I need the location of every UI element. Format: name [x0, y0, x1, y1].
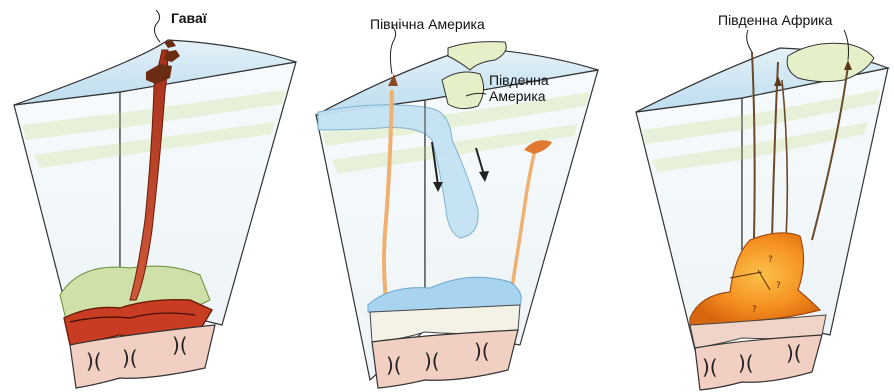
- svg-text:)(: )(: [786, 341, 802, 365]
- svg-text:)(: )(: [702, 355, 718, 379]
- south-america-continent: [442, 72, 484, 109]
- svg-text:)(: )(: [386, 353, 402, 377]
- svg-text:)(: )(: [122, 346, 138, 370]
- block-americas: )( )( )(: [316, 26, 598, 388]
- block-hawaii: )( )( )(: [14, 10, 296, 388]
- label-south-africa: Південна Африка: [718, 12, 832, 28]
- label-north-america: Північна Америка: [370, 16, 485, 32]
- svg-text:?: ?: [752, 305, 757, 315]
- svg-text:)(: )(: [86, 349, 102, 373]
- svg-text:)(: )(: [738, 351, 754, 375]
- svg-text:)(: )(: [474, 339, 490, 363]
- svg-text:)(: )(: [424, 349, 440, 373]
- label-hawaii: Гаваї: [171, 10, 207, 26]
- svg-text:?: ?: [768, 255, 773, 265]
- label-south-america-line1: Південна: [489, 72, 549, 88]
- block-africa: ? ? ? )( )( )(: [636, 30, 888, 390]
- svg-text:?: ?: [776, 281, 781, 291]
- label-south-america-line2: Америка: [489, 88, 546, 104]
- svg-text:)(: )(: [172, 333, 188, 357]
